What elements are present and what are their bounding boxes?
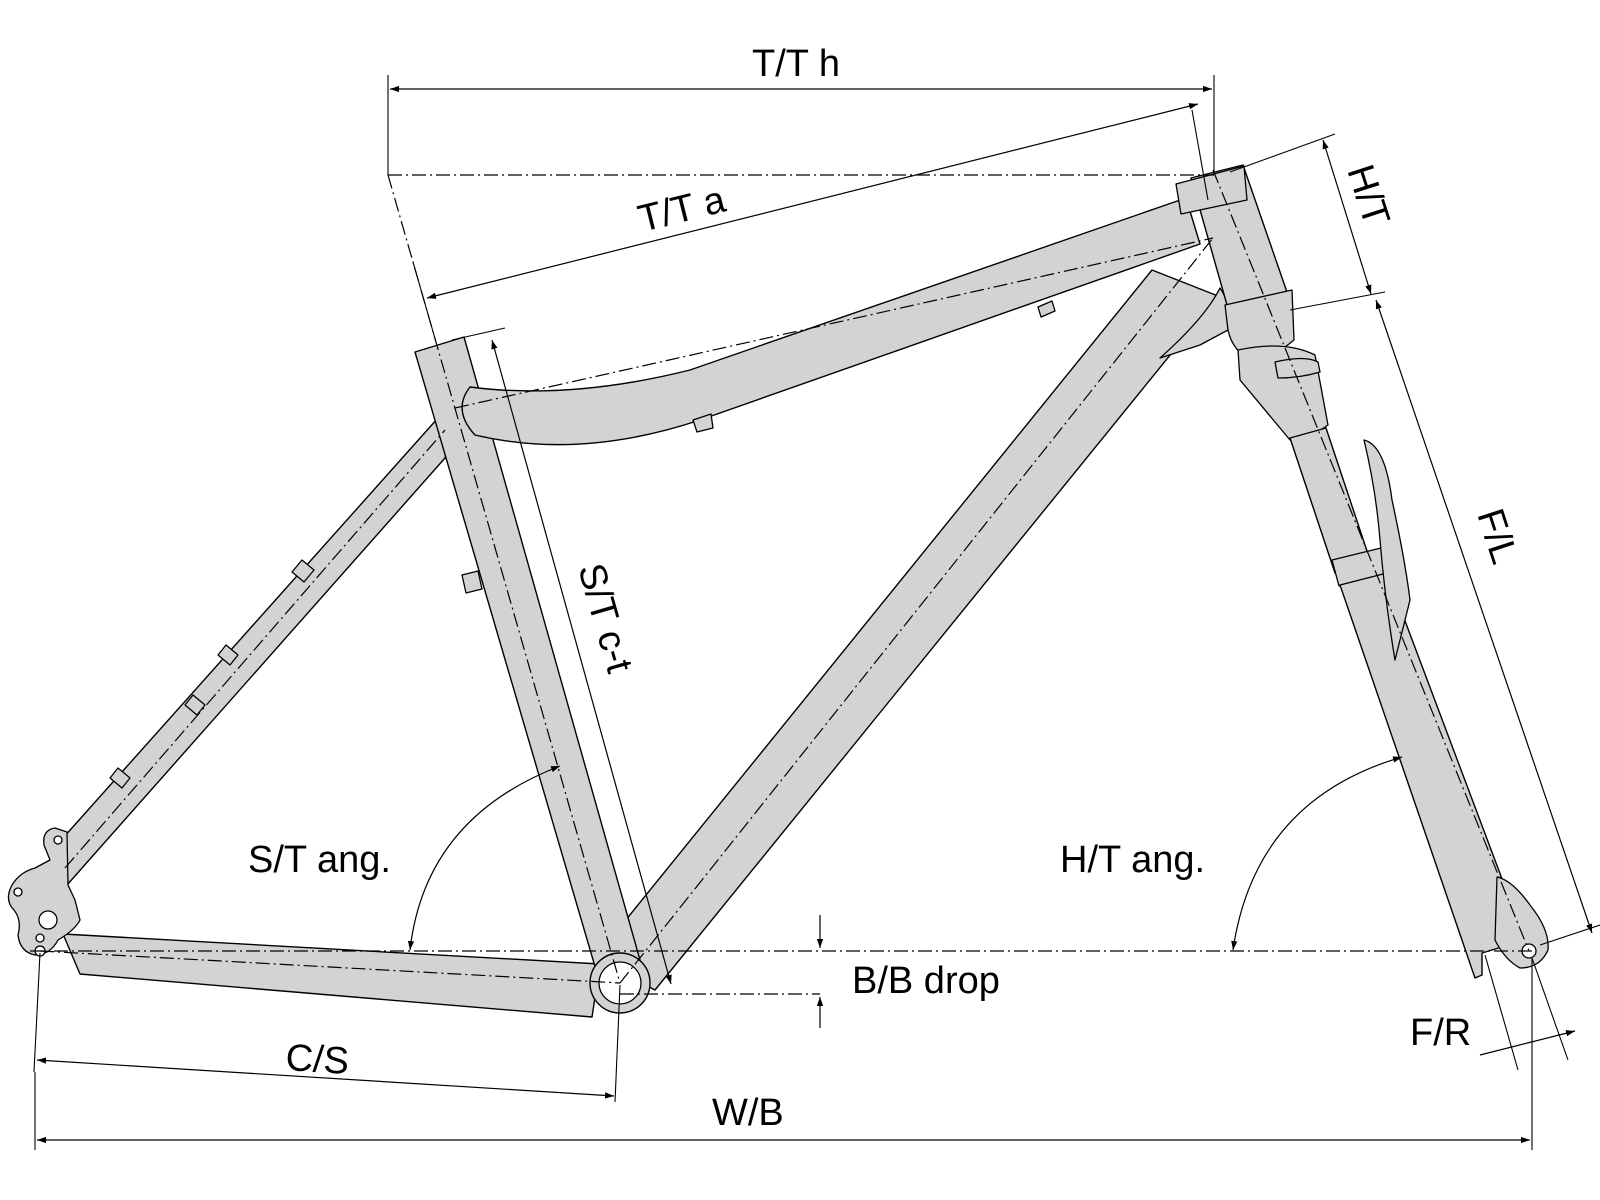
- seatstay-boss: [217, 644, 239, 666]
- tta-extension-left: [412, 261, 437, 343]
- label-fork-rake: F/R: [1410, 1012, 1471, 1054]
- ht-dimension-line: [1322, 139, 1372, 295]
- fork-crown-bolt: [1274, 357, 1321, 379]
- label-top-tube-horizontal: T/T h: [752, 43, 840, 85]
- fr-extension-axle: [1531, 957, 1569, 1061]
- fr-dimension-line: [1479, 1030, 1576, 1056]
- rear-dropout: [7, 827, 81, 956]
- label-chainstay: C/S: [284, 1037, 350, 1083]
- seatstay-boss: [184, 694, 206, 716]
- tta-dimension-line: [426, 103, 1199, 299]
- label-bb-drop: B/B drop: [852, 960, 1000, 1002]
- fl-extension-bottom: [1539, 924, 1600, 946]
- top-tube-boss: [1037, 300, 1056, 318]
- dimensions: [33, 75, 1600, 1150]
- dropout-hole: [13, 887, 23, 897]
- label-wheelbase: W/B: [712, 1092, 784, 1134]
- seat-tube-boss: [461, 570, 483, 594]
- stct-extension-top: [451, 327, 506, 341]
- dropout-hole: [38, 910, 58, 930]
- ht-extension-bottom: [1289, 291, 1386, 311]
- label-top-tube-actual: T/T a: [634, 178, 730, 240]
- fork-stanchion: [1289, 427, 1372, 574]
- chainstay-tube: [62, 933, 601, 1018]
- cs-extension-left: [33, 952, 41, 1073]
- st-angle-arc: [407, 765, 561, 951]
- frame: [7, 164, 1295, 1018]
- cs-extension-right: [614, 984, 621, 1103]
- seatstay-tube: [62, 417, 450, 886]
- seatstay-centerline: [64, 429, 446, 869]
- label-seat-tube-angle: S/T ang.: [248, 839, 391, 881]
- top-tube-boss: [692, 413, 714, 433]
- label-head-tube: H/T: [1338, 160, 1397, 231]
- ht-angle-arc: [1231, 756, 1403, 951]
- seatstay-boss: [109, 767, 131, 789]
- down-tube-centerline: [619, 237, 1214, 984]
- label-seat-tube-ct: S/T c-t: [569, 559, 640, 678]
- fork-dropout: [1494, 876, 1549, 969]
- seatstay-boss: [291, 559, 315, 583]
- stct-dimension-line: [491, 339, 672, 985]
- ht-extension-top: [1229, 133, 1336, 173]
- fl-dimension-line: [1375, 299, 1593, 934]
- label-fork-length: F/L: [1468, 504, 1525, 569]
- dropout-hole: [35, 933, 45, 943]
- label-head-tube-angle: H/T ang.: [1060, 839, 1205, 881]
- fr-extension-steering: [1484, 954, 1519, 1071]
- cs-dimension-line: [36, 1057, 615, 1099]
- dropout-hole: [53, 835, 63, 845]
